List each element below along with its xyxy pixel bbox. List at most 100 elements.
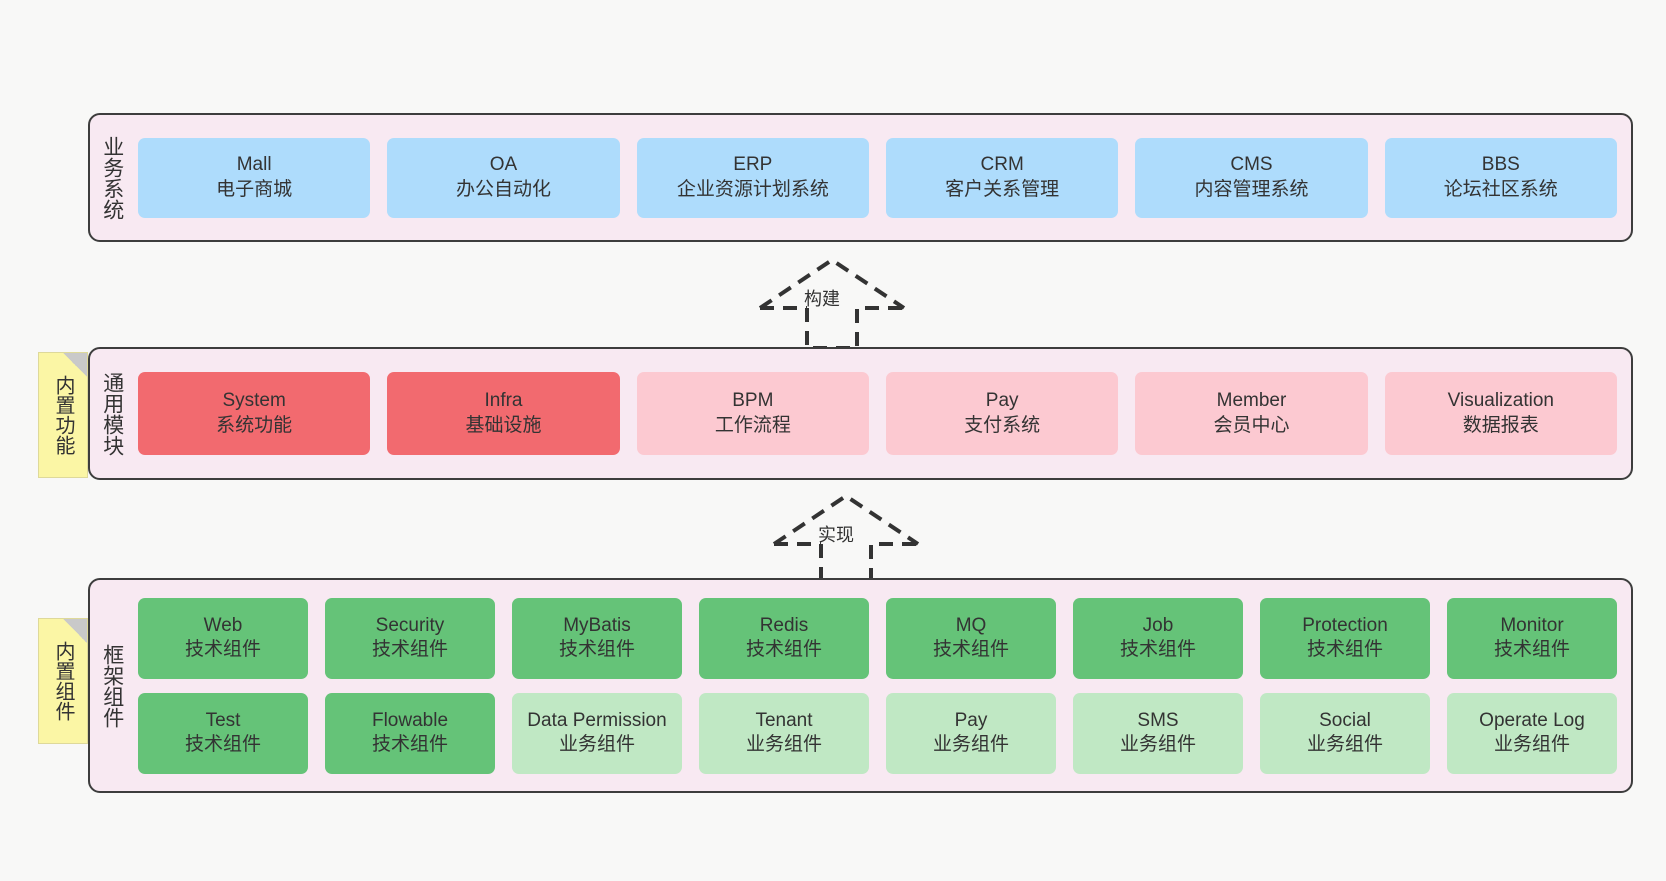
- card-title-cn: 技术组件: [184, 734, 261, 755]
- card-data-permission[interactable]: Data Permission 业务组件: [512, 692, 682, 774]
- card-system[interactable]: System 系统功能: [138, 372, 371, 455]
- card-title-en: Data Permission: [527, 709, 667, 731]
- card-bbs[interactable]: BBS 论坛社区系统: [1384, 137, 1617, 218]
- card-title-en: OA: [489, 154, 518, 176]
- card-mall[interactable]: Mall 电子商城: [138, 137, 371, 218]
- card-title-cn: 技术组件: [558, 639, 635, 660]
- card-title-en: Member: [1216, 390, 1287, 412]
- card-title-en: Protection: [1302, 614, 1388, 636]
- card-title-cn: 技术组件: [184, 639, 261, 660]
- card-job[interactable]: Job 技术组件: [1073, 597, 1243, 679]
- card-title-en: Tenant: [755, 709, 813, 731]
- card-title-en: Redis: [759, 614, 809, 636]
- card-title-en: Pay: [954, 709, 988, 731]
- card-title-en: Infra: [484, 390, 523, 412]
- card-title-en: Flowable: [371, 709, 449, 731]
- card-title-en: System: [222, 390, 286, 412]
- card-title-en: MyBatis: [563, 614, 631, 636]
- card-title-cn: 客户关系管理: [945, 178, 1060, 200]
- card-title-cn: 基础设施: [465, 414, 542, 436]
- card-title-en: Visualization: [1447, 390, 1554, 412]
- card-title-en: Job: [1142, 614, 1174, 636]
- card-title-cn: 论坛社区系统: [1443, 178, 1558, 200]
- build-arrow: 构建: [752, 252, 912, 350]
- card-pay-component[interactable]: Pay 业务组件: [886, 692, 1056, 774]
- card-title-cn: 系统功能: [216, 414, 293, 436]
- layer-title-business-systems: 业务系统: [100, 135, 124, 220]
- note-builtin-features: 内置功能: [38, 352, 88, 478]
- card-redis[interactable]: Redis 技术组件: [699, 597, 869, 679]
- build-arrow-shape: [758, 257, 906, 350]
- card-security[interactable]: Security 技术组件: [325, 597, 495, 679]
- card-title-en: Security: [375, 614, 445, 636]
- card-title-en: Web: [203, 614, 243, 636]
- layer-framework-components: 框架组件 Web 技术组件 Security 技术组件 MyBatis 技术组件…: [88, 578, 1633, 793]
- card-protection[interactable]: Protection 技术组件: [1260, 597, 1430, 679]
- framework-card-row-business: Test 技术组件 Flowable 技术组件 Data Permission …: [138, 692, 1617, 774]
- layer-title-common-modules: 通用模块: [100, 371, 124, 456]
- card-oa[interactable]: OA 办公自动化: [387, 137, 620, 218]
- layer-body-business-systems: Mall 电子商城 OA 办公自动化 ERP 企业资源计划系统 CRM 客户关系…: [134, 115, 1631, 240]
- implement-arrow: 实现: [766, 488, 926, 586]
- card-pay-module[interactable]: Pay 支付系统: [885, 372, 1119, 455]
- card-monitor[interactable]: Monitor 技术组件: [1447, 597, 1617, 679]
- card-title-cn: 内容管理系统: [1194, 178, 1309, 200]
- card-title-cn: 办公自动化: [455, 178, 551, 200]
- layer-title-framework-components: 框架组件: [100, 643, 124, 728]
- card-title-cn: 电子商城: [216, 178, 293, 200]
- card-social[interactable]: Social 业务组件: [1260, 692, 1430, 774]
- card-title-en: Monitor: [1500, 614, 1564, 636]
- card-title-cn: 会员中心: [1213, 414, 1290, 436]
- card-mq[interactable]: MQ 技术组件: [886, 597, 1056, 679]
- card-title-cn: 业务组件: [1119, 734, 1196, 755]
- card-cms[interactable]: CMS 内容管理系统: [1135, 137, 1368, 218]
- note-fold-icon: [63, 619, 87, 643]
- card-title-cn: 技术组件: [371, 734, 448, 755]
- card-title-cn: 业务组件: [932, 734, 1009, 755]
- build-arrow-label: 构建: [804, 289, 840, 309]
- modules-card-row: System 系统功能 Infra 基础设施 BPM 工作流程 Pay 支付系统…: [138, 372, 1617, 455]
- card-title-cn: 数据报表: [1462, 414, 1539, 436]
- card-title-cn: 支付系统: [964, 414, 1041, 436]
- card-tenant[interactable]: Tenant 业务组件: [699, 692, 869, 774]
- note-label: 内置组件: [52, 641, 74, 721]
- card-title-en: MQ: [955, 614, 987, 636]
- card-title-cn: 技术组件: [745, 639, 822, 660]
- note-label: 内置功能: [52, 375, 74, 455]
- business-card-row: Mall 电子商城 OA 办公自动化 ERP 企业资源计划系统 CRM 客户关系…: [138, 137, 1617, 218]
- card-test[interactable]: Test 技术组件: [138, 692, 308, 774]
- card-title-en: CRM: [980, 154, 1024, 176]
- card-title-en: SMS: [1137, 709, 1179, 731]
- card-title-en: ERP: [733, 154, 773, 176]
- card-title-cn: 业务组件: [745, 734, 822, 755]
- card-visualization[interactable]: Visualization 数据报表: [1384, 372, 1617, 455]
- card-title-en: Mall: [236, 154, 272, 176]
- card-title-en: CMS: [1230, 154, 1273, 176]
- card-title-cn: 技术组件: [1493, 639, 1570, 660]
- layer-business-systems: 业务系统 Mall 电子商城 OA 办公自动化 ERP 企业资源计划系统 CRM…: [88, 113, 1633, 242]
- card-member[interactable]: Member 会员中心: [1135, 372, 1368, 455]
- card-sms[interactable]: SMS 业务组件: [1073, 692, 1243, 774]
- card-web[interactable]: Web 技术组件: [138, 597, 308, 679]
- card-crm[interactable]: CRM 客户关系管理: [885, 137, 1119, 218]
- card-bpm[interactable]: BPM 工作流程: [636, 372, 869, 455]
- card-title-en: BPM: [732, 390, 774, 412]
- card-title-cn: 企业资源计划系统: [676, 178, 829, 200]
- card-operate-log[interactable]: Operate Log 业务组件: [1447, 692, 1617, 774]
- layer-body-common-modules: System 系统功能 Infra 基础设施 BPM 工作流程 Pay 支付系统…: [134, 349, 1631, 478]
- card-title-cn: 业务组件: [558, 734, 635, 755]
- card-mybatis[interactable]: MyBatis 技术组件: [512, 597, 682, 679]
- note-fold-icon: [63, 353, 87, 377]
- card-title-en: Social: [1319, 709, 1371, 731]
- implement-arrow-shape: [772, 493, 920, 586]
- card-title-cn: 业务组件: [1306, 734, 1383, 755]
- card-infra[interactable]: Infra 基础设施: [387, 372, 620, 455]
- card-erp[interactable]: ERP 企业资源计划系统: [636, 137, 869, 218]
- card-title-en: BBS: [1481, 154, 1520, 176]
- layer-body-framework-components: Web 技术组件 Security 技术组件 MyBatis 技术组件 Redi…: [134, 580, 1631, 791]
- card-flowable[interactable]: Flowable 技术组件: [325, 692, 495, 774]
- card-title-en: Operate Log: [1479, 709, 1585, 731]
- card-title-cn: 业务组件: [1493, 734, 1570, 755]
- note-builtin-components: 内置组件: [38, 618, 88, 744]
